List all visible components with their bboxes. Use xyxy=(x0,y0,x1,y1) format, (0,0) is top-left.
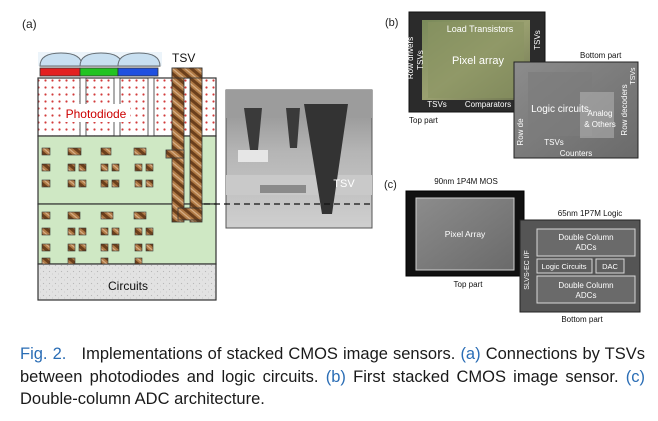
panel-b: (b) Load Transistors Pixel array Row dri… xyxy=(385,11,639,159)
logic-circuits-c-label: Logic Circuits xyxy=(541,262,586,271)
bottom-part-die: Logic circuits Analog & Others Row decod… xyxy=(513,61,639,159)
top-tech-label: 90nm 1P4M MOS xyxy=(434,177,498,186)
panel-a: (a) Photodiode Circuits xyxy=(22,17,374,301)
bottom-tsvs-right-label: TSVs xyxy=(630,67,637,85)
tsv-micrograph: TSV xyxy=(225,89,373,229)
panel-a-label: (a) xyxy=(22,17,37,31)
panel-c-bottom-die: Double Column ADCs Logic Circuits DAC Do… xyxy=(519,219,641,313)
tsv-via xyxy=(171,67,185,223)
bottom-tech-label: 65nm 1P7M Logic xyxy=(558,209,622,218)
dc-adcs-lower-line2: ADCs xyxy=(576,291,597,300)
comparators-label: Comparators xyxy=(465,100,511,109)
caption-a-text: Connections by TSVs between photodiodes … xyxy=(20,345,646,386)
panel-c-label: (c) xyxy=(384,179,397,191)
circuits-label: Circuits xyxy=(108,279,148,293)
top-part-caption: Top part xyxy=(409,116,439,125)
metal-wiring-upper xyxy=(41,147,154,188)
bottom-tsvs-label: TSVs xyxy=(544,138,564,147)
bottom-part-c-caption: Bottom part xyxy=(561,315,603,324)
row-drivers-label: Row drivers xyxy=(406,37,415,79)
tsv-label: TSV xyxy=(172,51,195,65)
logic-circuits-label: Logic circuits xyxy=(531,104,589,115)
green-color-filter xyxy=(79,67,119,77)
caption-main-text: Implementations of stacked CMOS image se… xyxy=(81,345,456,363)
fig-label: Fig. 2. xyxy=(20,345,67,363)
caption-a-ref[interactable]: (a) xyxy=(460,345,481,363)
upper-wiring-layer xyxy=(37,135,217,205)
top-part-c-caption: Top part xyxy=(454,280,484,289)
circuits-layer xyxy=(37,263,217,301)
row-decoders-label: Row decoders xyxy=(620,84,629,135)
panel-c-top-die: Pixel Array xyxy=(405,190,525,277)
sides-label: SLVS-EC I/F xyxy=(524,250,531,290)
analog-others-label-line1: Analog xyxy=(588,109,613,118)
figure: (a) Photodiode Circuits xyxy=(22,11,641,324)
panel-c: (c) 90nm 1P4M MOS Pixel Array Top part 6… xyxy=(384,177,641,324)
microlens xyxy=(117,52,161,67)
counters-label: Counters xyxy=(560,149,592,158)
pixel-array-c-label: Pixel Array xyxy=(445,229,486,239)
caption-b-ref[interactable]: (b) xyxy=(325,367,346,386)
dc-adcs-lower-line1: Double Column xyxy=(558,281,613,290)
bottom-part-caption: Bottom part xyxy=(580,51,622,60)
figure-caption: Fig. 2. Implementations of stacked CMOS … xyxy=(20,343,645,411)
dc-adcs-upper-line2: ADCs xyxy=(576,243,597,252)
caption-c-text: Double-column ADC architecture. xyxy=(20,390,265,408)
load-transistors-label: Load Transistors xyxy=(447,24,514,34)
metal-wiring-lower xyxy=(41,211,154,265)
tsvs-right-label: TSVs xyxy=(533,30,542,50)
row-de-label: Row de xyxy=(516,118,525,146)
tsvs-left-label: TSVs xyxy=(416,50,425,70)
analog-others-label-line2: & Others xyxy=(584,120,616,129)
blue-color-filter xyxy=(117,67,159,77)
dac-label: DAC xyxy=(602,262,618,271)
caption-b-text: First stacked CMOS image sensor. xyxy=(353,367,619,386)
panel-b-label: (b) xyxy=(385,17,398,29)
pixel-array-label: Pixel array xyxy=(452,55,504,67)
caption-c-ref[interactable]: (c) xyxy=(625,367,645,386)
photodiode-label: Photodiode xyxy=(66,107,127,121)
red-color-filter xyxy=(39,67,81,77)
top-part-die: Load Transistors Pixel array Row drivers… xyxy=(406,11,546,113)
micrograph-tsv-label: TSV xyxy=(333,178,355,190)
tsvs-bottom-label: TSVs xyxy=(427,100,447,109)
dc-adcs-upper-line1: Double Column xyxy=(558,233,613,242)
